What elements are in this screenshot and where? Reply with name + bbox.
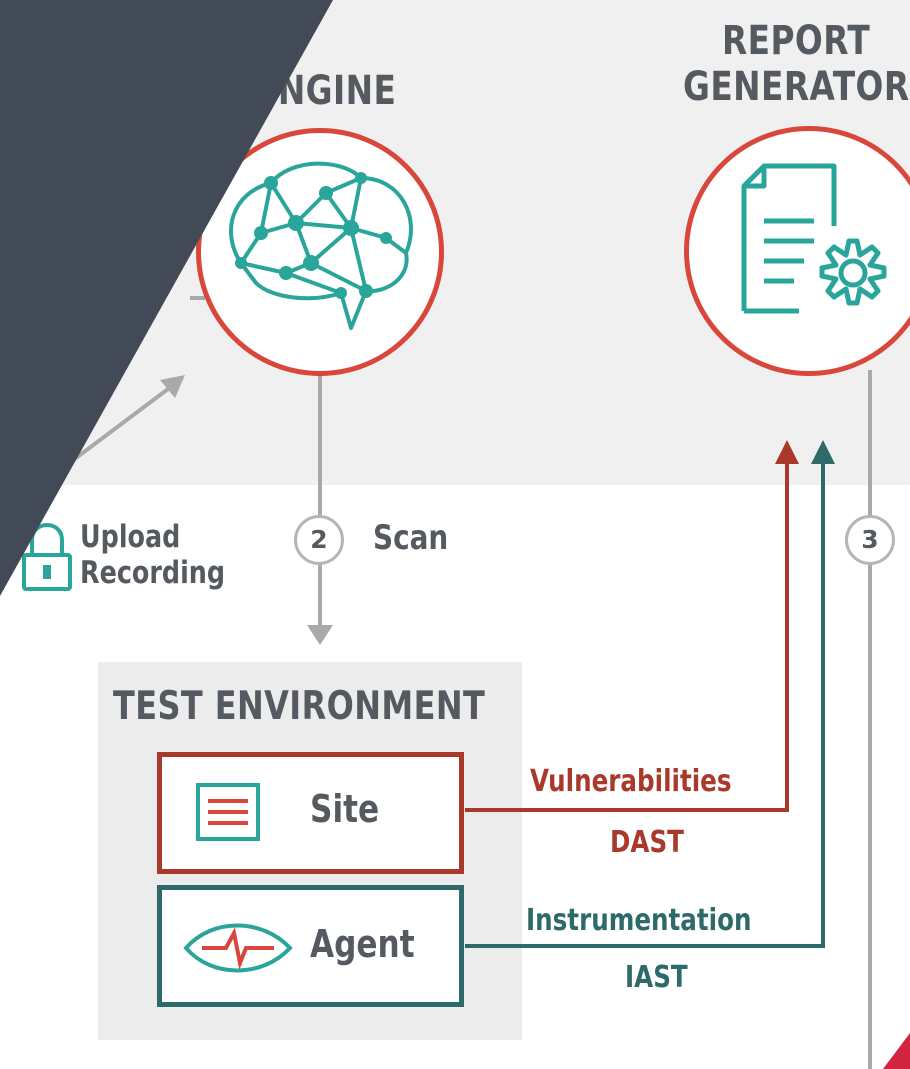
site-label: Site (310, 787, 380, 831)
iast-label: IAST (625, 960, 688, 995)
report-gear-icon (741, 163, 887, 314)
step-3-marker: 3 (845, 515, 895, 565)
instrumentation-label: Instrumentation (526, 903, 752, 938)
site-lines-icon (196, 783, 260, 841)
engine-title: ENGINE (255, 68, 397, 114)
test-environment-title: TEST ENVIRONMENT (113, 684, 486, 729)
step-2-marker: 2 (294, 515, 344, 565)
instr-line (465, 462, 825, 948)
report-title-line2: GENERATOR (683, 64, 910, 110)
upload-arrow-line (58, 384, 174, 472)
agent-label: Agent (310, 922, 415, 966)
instr-arrowhead (811, 440, 835, 464)
scan-label: Scan (373, 518, 449, 558)
vuln-arrowhead (775, 440, 799, 464)
report-generator-circle[interactable] (684, 126, 910, 376)
vulnerabilities-label: Vulnerabilities (530, 764, 732, 799)
engine-circle[interactable] (196, 128, 444, 376)
vuln-line (465, 462, 789, 812)
upload-label-line1: Upload (80, 519, 181, 555)
site-box[interactable]: Site (157, 752, 464, 874)
eye-pulse-icon (183, 923, 293, 973)
upload-label-line2: Recording (80, 555, 226, 591)
agent-box[interactable]: Agent (157, 885, 464, 1007)
scan-arrowhead (307, 625, 333, 645)
dast-label: DAST (610, 825, 684, 860)
report-title-line1: REPORT (722, 18, 871, 64)
brain-network-icon (229, 161, 413, 330)
